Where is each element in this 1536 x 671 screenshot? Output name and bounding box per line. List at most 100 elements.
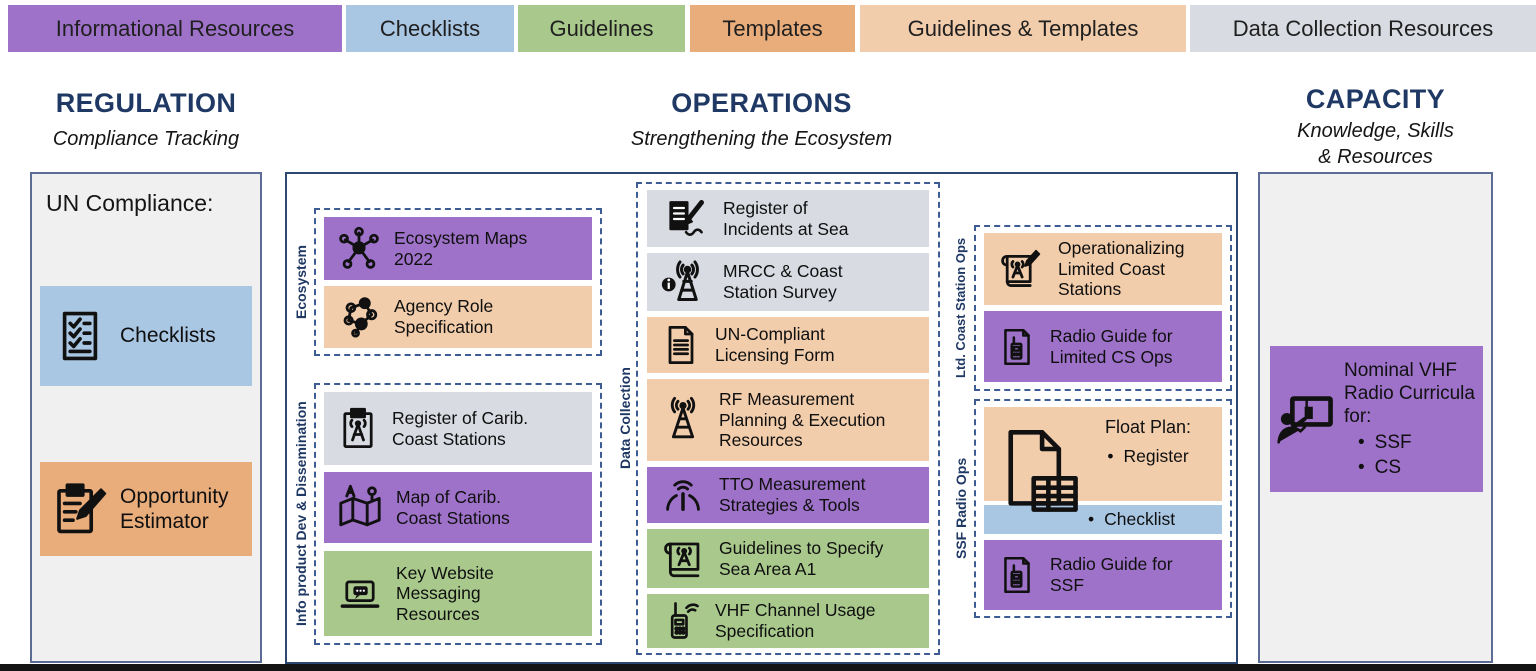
ssf-radio-ops-group-box xyxy=(974,399,1232,618)
capacity-title: CAPACITY xyxy=(1305,84,1446,114)
tile-label: Checklists xyxy=(120,324,216,348)
legend-label: Checklists xyxy=(379,15,481,41)
legend-informational-resources: Informational Resources xyxy=(8,5,342,52)
vhf-curricula-label: Nominal VHF Radio Curricula for: xyxy=(1344,360,1475,428)
bullet-glyph: • xyxy=(1358,431,1365,453)
legend-templates: Templates xyxy=(690,5,855,52)
vhf-channel-usage-tile[interactable]: VHF Channel Usage Specification xyxy=(647,594,929,648)
document-lines-icon xyxy=(659,322,703,368)
tto-measurement-tile[interactable]: TTO Measurement Strategies & Tools xyxy=(647,467,929,523)
gauge-signal-icon xyxy=(659,473,707,517)
tile-label: Opportunity Estimator xyxy=(120,484,229,533)
handheld-radio-icon xyxy=(659,598,703,644)
map-carib-coast-stations-tile[interactable]: Map of Carib. Coast Stations xyxy=(324,472,592,543)
scroll-antenna-pencil-icon xyxy=(996,246,1046,292)
ecosystem-maps-tile[interactable]: Ecosystem Maps 2022 xyxy=(324,217,592,280)
vhf-curricula-tile[interactable]: Nominal VHF Radio Curricula for: • SSF •… xyxy=(1270,346,1483,492)
tile-label: TTO Measurement Strategies & Tools xyxy=(719,474,866,515)
legend-guidelines: Guidelines xyxy=(518,5,685,52)
capacity-subtitle-line1: Knowledge, Skills xyxy=(1297,120,1454,142)
group-label-data-collection: Data Collection xyxy=(617,367,633,470)
tile-label: Register of Carib. Coast Stations xyxy=(392,407,529,449)
float-plan-register-tile[interactable]: Float Plan: • Register xyxy=(984,407,1222,501)
group-label-ecosystem: Ecosystem xyxy=(293,245,309,319)
scroll-antenna-icon xyxy=(659,536,707,582)
tile-label: MRCC & Coast Station Survey xyxy=(723,261,843,302)
radio-guide-lcs-tile[interactable]: Radio Guide for Limited CS Ops xyxy=(984,311,1222,382)
tile-label: UN-Compliant Licensing Form xyxy=(715,324,835,365)
un-compliance-label: UN Compliance: xyxy=(46,190,214,216)
float-plan-documents-icon xyxy=(994,421,1086,523)
operations-subtitle: Strengthening the Ecosystem xyxy=(630,128,893,150)
checklist-icon xyxy=(52,305,108,367)
tile-label: Guidelines to Specify Sea Area A1 xyxy=(719,537,884,579)
legend-data-collection-resources: Data Collection Resources xyxy=(1190,5,1536,52)
radio-guide-ssf-tile[interactable]: Radio Guide for SSF xyxy=(984,540,1222,610)
tile-label: RF Measurement Planning & Execution Reso… xyxy=(719,389,886,451)
laptop-chat-icon xyxy=(336,572,384,616)
regulation-subtitle: Compliance Tracking xyxy=(52,128,240,150)
group-label-info-product: Info product Dev & Dissemination xyxy=(293,401,309,627)
legend-label: Guidelines xyxy=(549,15,654,41)
sea-area-a1-tile[interactable]: Guidelines to Specify Sea Area A1 xyxy=(647,529,929,588)
group-label-ltd-coast-station-ops: Ltd. Coast Station Ops xyxy=(953,237,968,379)
rf-measurement-tile[interactable]: RF Measurement Planning & Execution Reso… xyxy=(647,379,929,461)
tile-label: VHF Channel Usage Specification xyxy=(715,600,876,641)
operations-title: OPERATIONS xyxy=(671,88,852,118)
bullet-glyph: • xyxy=(1358,456,1365,478)
regulation-panel xyxy=(30,172,262,663)
tile-label: Key Website Messaging Resources xyxy=(396,562,494,624)
capacity-subtitle: Knowledge, Skills & Resources xyxy=(1258,118,1493,170)
tile-label: Ecosystem Maps 2022 xyxy=(394,227,528,269)
legend-checklists: Checklists xyxy=(346,5,514,52)
ltd-coast-station-group-box xyxy=(974,225,1232,391)
legend-guidelines-templates: Guidelines & Templates xyxy=(860,5,1186,52)
legend-label: Data Collection Resources xyxy=(1232,15,1494,41)
curricula-option-ssf: SSF xyxy=(1374,431,1412,453)
data-collection-group-box xyxy=(636,182,940,655)
document-radio-icon xyxy=(996,550,1038,600)
bottom-divider-bar xyxy=(0,664,1536,671)
bullet-glyph: • xyxy=(1107,446,1114,466)
float-plan-heading: Float Plan: xyxy=(1104,417,1192,437)
agency-role-tile[interactable]: Agency Role Specification xyxy=(324,286,592,348)
ecosystem-group-box xyxy=(314,208,602,356)
key-website-messaging-tile[interactable]: Key Website Messaging Resources xyxy=(324,551,592,636)
operationalizing-lcs-tile[interactable]: Operationalizing Limited Coast Stations xyxy=(984,233,1222,305)
curricula-option-cs: CS xyxy=(1374,456,1402,478)
opportunity-estimator-tile[interactable]: Opportunity Estimator xyxy=(40,462,252,556)
float-plan-register-label: Register xyxy=(1123,446,1189,466)
trainer-board-icon xyxy=(1276,391,1336,447)
bullet-glyph: • xyxy=(1088,509,1095,529)
legend-label: Informational Resources xyxy=(55,15,295,41)
tile-label: Radio Guide for SSF xyxy=(1050,554,1173,595)
register-carib-coast-stations-tile[interactable]: Register of Carib. Coast Stations xyxy=(324,392,592,465)
map-antenna-icon xyxy=(336,483,384,533)
regulation-title: REGULATION xyxy=(55,88,237,118)
tile-label: Operationalizing Limited Coast Stations xyxy=(1058,238,1185,300)
document-radio-icon xyxy=(996,322,1038,372)
float-plan-checklist-label: Checklist xyxy=(1104,509,1176,529)
clipboard-antenna-icon xyxy=(336,404,380,454)
checklists-tile[interactable]: Checklists xyxy=(40,286,252,386)
capacity-subtitle-line2: & Resources xyxy=(1318,146,1433,168)
tile-label: Radio Guide for Limited CS Ops xyxy=(1050,325,1173,367)
clipboard-pencil-icon xyxy=(52,480,108,538)
vhf-curricula-text: Nominal VHF Radio Curricula for: • SSF •… xyxy=(1344,359,1477,479)
group-label-ssf-radio-ops: SSF Radio Ops xyxy=(953,457,969,560)
antenna-waves-icon xyxy=(659,393,707,447)
tile-label: Agency Role Specification xyxy=(394,296,494,337)
network-hub-icon xyxy=(336,226,382,272)
antenna-info-icon xyxy=(659,257,711,307)
legend-label: Guidelines & Templates xyxy=(907,15,1139,41)
float-plan-checklist-tile[interactable]: • Checklist xyxy=(984,505,1222,534)
legend-label: Templates xyxy=(722,15,823,41)
info-product-group-box xyxy=(314,383,602,645)
molecule-network-icon xyxy=(336,294,382,340)
tile-label: Map of Carib. Coast Stations xyxy=(396,486,510,528)
tile-label: Register of Incidents at Sea xyxy=(723,197,849,239)
mrcc-survey-tile[interactable]: MRCC & Coast Station Survey xyxy=(647,253,929,311)
licensing-form-tile[interactable]: UN-Compliant Licensing Form xyxy=(647,317,929,373)
register-incidents-tile[interactable]: Register of Incidents at Sea xyxy=(647,190,929,247)
